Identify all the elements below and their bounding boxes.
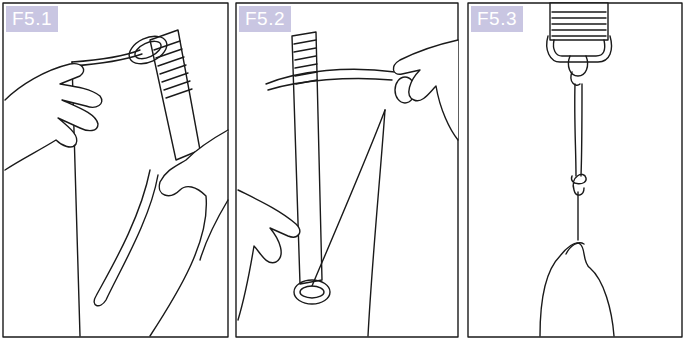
panel-frame [3,3,228,337]
panel-frame [468,3,682,337]
panel-one-drawing [5,30,228,336]
figure-label: F5.3 [471,6,523,32]
panel-two-drawing [238,32,458,336]
panel-frame [236,3,458,337]
figure-label: F5.2 [239,6,291,32]
figure-label: F5.1 [6,6,58,32]
panel-three-drawing [540,3,614,336]
